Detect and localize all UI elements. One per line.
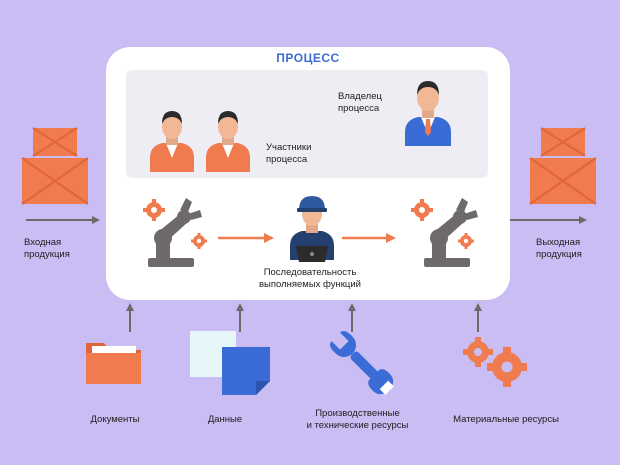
- resource-label-data: Данные: [207, 414, 243, 425]
- data-sheets-icon: [190, 331, 270, 395]
- resource-label-documents: Документы: [90, 414, 140, 425]
- folder-icon: [86, 343, 141, 384]
- input-boxes-icon: [21, 127, 89, 205]
- owner-label: Владелец процесса: [338, 91, 382, 114]
- wrench-icon: [330, 331, 394, 395]
- robot-arm-icon: [424, 198, 478, 267]
- input-label: Входная продукция: [24, 237, 70, 260]
- operator-icon: [290, 196, 334, 262]
- output-label: Выходная продукция: [536, 237, 582, 260]
- resource-label-production: Производственные и технические ресурсы: [306, 408, 409, 431]
- gear-icon: [458, 233, 474, 249]
- process-title: ПРОЦЕСС: [276, 51, 340, 65]
- output-boxes-icon: [529, 127, 597, 205]
- robot-arm-icon: [148, 198, 202, 267]
- gear-icon: [191, 233, 207, 249]
- participant-icon: [150, 111, 194, 172]
- sequence-label: Последовательность выполняемых функций: [259, 267, 361, 290]
- gear-icon: [143, 199, 165, 221]
- participant-icon: [206, 111, 250, 172]
- owner-icon: [405, 81, 451, 146]
- participants-label: Участники процесса: [266, 142, 312, 165]
- resource-label-material: Материальные ресурсы: [453, 414, 559, 425]
- gear-icon: [411, 199, 433, 221]
- gears-icon: [463, 337, 527, 387]
